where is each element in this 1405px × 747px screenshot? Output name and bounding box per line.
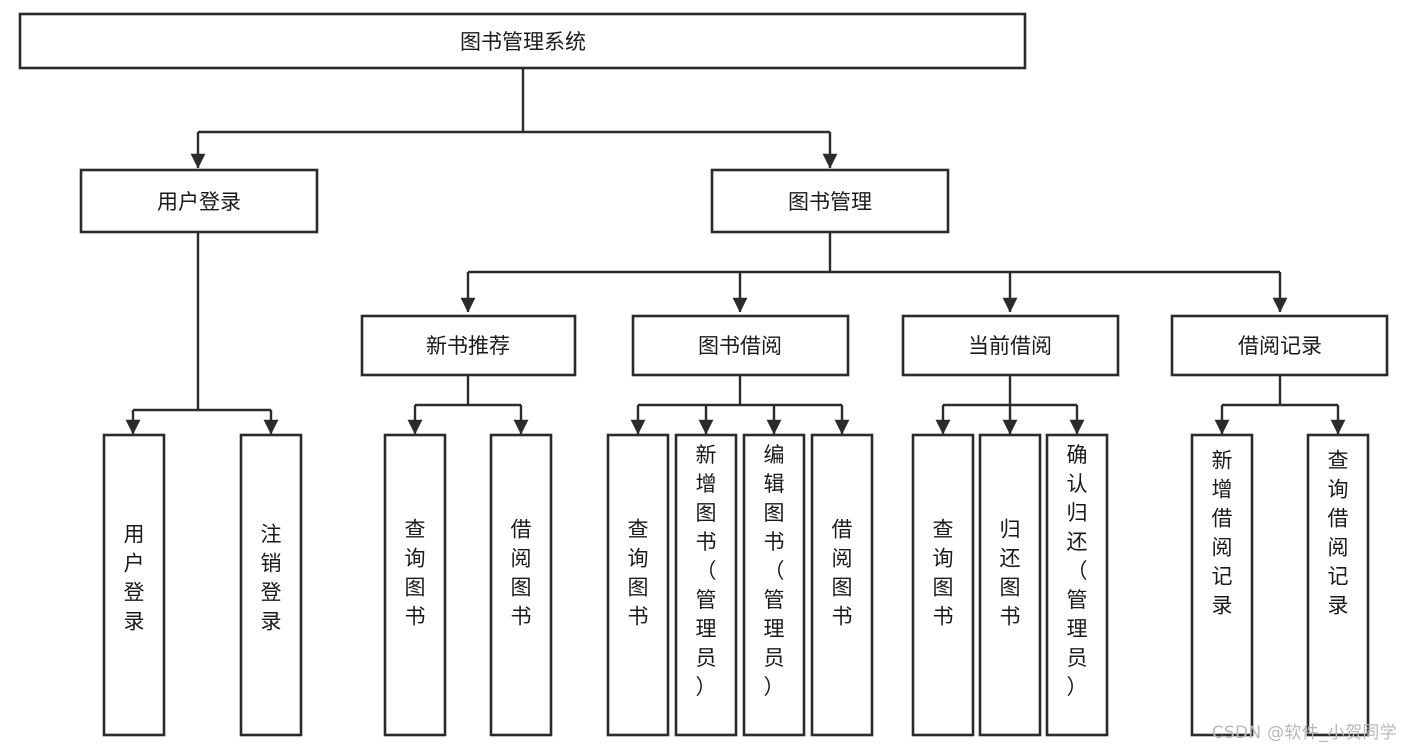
leaf-current-borrow-1-label: 归还图书 xyxy=(1000,518,1021,629)
leaf-current-borrow-1[interactable]: 归还图书 xyxy=(978,433,1042,737)
node-book-manage-label: 图书管理 xyxy=(788,190,872,214)
leaf-book-borrow-3-box[interactable] xyxy=(810,433,874,737)
leaf-borrow-records-1-label: 查询借阅记录 xyxy=(1328,449,1349,618)
node-new-book-recommend-box[interactable] xyxy=(360,314,577,377)
leaf-current-borrow-0-label: 查询图书 xyxy=(933,518,954,629)
node-borrow-records-label: 借阅记录 xyxy=(1238,334,1322,358)
leaf-book-borrow-2[interactable]: 编辑图书（管理员） xyxy=(742,433,806,737)
leaf-new-book-1-box[interactable] xyxy=(489,433,553,737)
leaf-book-borrow-1-label: 新增图书（管理员） xyxy=(696,443,717,699)
leaf-user-login-0-box[interactable] xyxy=(102,433,166,737)
leaf-borrow-records-0-label: 新增借阅记录 xyxy=(1212,449,1233,618)
leaf-current-borrow-0-box[interactable] xyxy=(911,433,975,737)
leaf-new-book-1[interactable]: 借阅图书 xyxy=(489,433,553,737)
node-root-label: 图书管理系统 xyxy=(460,30,586,54)
leaf-borrow-records-0[interactable]: 新增借阅记录 xyxy=(1190,433,1254,737)
leaf-current-borrow-2-label: 确认归还（管理员） xyxy=(1067,443,1088,699)
node-new-book-recommend-label: 新书推荐 xyxy=(426,334,510,358)
csdn-watermark: CSDN @软件_小贺同学 xyxy=(1211,723,1397,743)
leaf-user-login-0[interactable]: 用户登录 xyxy=(102,433,166,737)
leaf-borrow-records-1-box[interactable] xyxy=(1306,433,1370,737)
connector-group-root xyxy=(190,68,838,169)
leaf-book-borrow-3[interactable]: 借阅图书 xyxy=(810,433,874,737)
connector-group-user-login xyxy=(125,232,279,435)
leaf-current-borrow-2-box[interactable] xyxy=(1045,433,1109,737)
node-book-borrow-label: 图书借阅 xyxy=(698,334,782,358)
leaf-new-book-0[interactable]: 查询图书 xyxy=(383,433,447,737)
leaf-current-borrow-1-box[interactable] xyxy=(978,433,1042,737)
node-current-borrow[interactable]: 当前借阅 xyxy=(901,314,1120,377)
node-borrow-records[interactable]: 借阅记录 xyxy=(1170,314,1389,377)
leaf-new-book-0-label: 查询图书 xyxy=(405,518,426,629)
leaf-user-login-0-label: 用户登录 xyxy=(124,523,145,634)
connector-group-new-book xyxy=(407,375,529,435)
node-root[interactable]: 图书管理系统 xyxy=(18,12,1027,70)
leaf-new-book-1-label: 借阅图书 xyxy=(511,518,532,629)
leaf-book-borrow-1[interactable]: 新增图书（管理员） xyxy=(674,433,738,737)
leaf-user-login-1-box[interactable] xyxy=(239,433,303,737)
connector-group-book-manage xyxy=(460,232,1288,313)
leaf-book-borrow-0-label: 查询图书 xyxy=(628,518,649,629)
leaf-user-login-1-label: 注销登录 xyxy=(261,523,282,634)
node-user-login-label: 用户登录 xyxy=(157,190,241,214)
leaf-current-borrow-0[interactable]: 查询图书 xyxy=(911,433,975,737)
node-borrow-records-box[interactable] xyxy=(1170,314,1389,377)
leaf-book-borrow-2-box[interactable] xyxy=(742,433,806,737)
node-user-login-box[interactable] xyxy=(79,168,319,234)
node-book-manage-box[interactable] xyxy=(710,168,950,234)
leaf-book-borrow-0-box[interactable] xyxy=(606,433,670,737)
leaf-current-borrow-2[interactable]: 确认归还（管理员） xyxy=(1045,433,1109,737)
leaf-book-borrow-1-box[interactable] xyxy=(674,433,738,737)
node-current-borrow-label: 当前借阅 xyxy=(968,334,1052,358)
node-book-manage[interactable]: 图书管理 xyxy=(710,168,950,234)
node-current-borrow-box[interactable] xyxy=(901,314,1120,377)
node-root-box[interactable] xyxy=(18,12,1027,70)
leaf-borrow-records-1[interactable]: 查询借阅记录 xyxy=(1306,433,1370,737)
connector-group-book-borrow xyxy=(630,375,850,435)
connector-group-current-borrow xyxy=(935,375,1085,435)
leaf-user-login-1[interactable]: 注销登录 xyxy=(239,433,303,737)
connector-group-borrow-records xyxy=(1214,375,1346,435)
node-book-borrow-box[interactable] xyxy=(631,314,850,377)
node-new-book-recommend[interactable]: 新书推荐 xyxy=(360,314,577,377)
leaf-book-borrow-2-label: 编辑图书（管理员） xyxy=(764,443,785,699)
leaf-book-borrow-0[interactable]: 查询图书 xyxy=(606,433,670,737)
node-book-borrow[interactable]: 图书借阅 xyxy=(631,314,850,377)
leaf-book-borrow-3-label: 借阅图书 xyxy=(832,518,853,629)
leaf-borrow-records-0-box[interactable] xyxy=(1190,433,1254,737)
leaf-new-book-0-box[interactable] xyxy=(383,433,447,737)
node-user-login[interactable]: 用户登录 xyxy=(79,168,319,234)
